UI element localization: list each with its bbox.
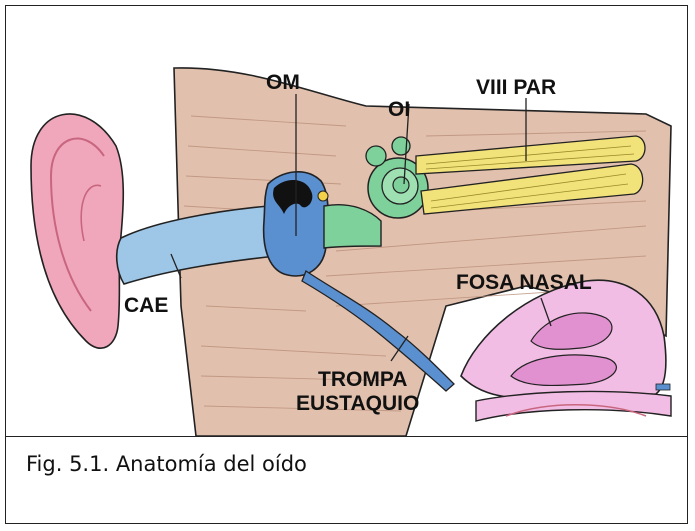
nasal-turbinate-upper bbox=[530, 312, 613, 350]
label-viii-par: VIII PAR bbox=[476, 76, 556, 99]
pinna-helix bbox=[49, 137, 105, 312]
eustachian-tube bbox=[301, 270, 455, 392]
pinna-antihelix bbox=[80, 184, 102, 242]
label-oi: OI bbox=[388, 98, 410, 121]
leader-fosa bbox=[540, 297, 552, 327]
nasal-floor-detail bbox=[505, 404, 647, 417]
leader-oi bbox=[403, 103, 410, 185]
ear-anatomy-illustration: OM OI VIII PAR FOSA NASAL CAE TROMPA EUS… bbox=[6, 6, 686, 436]
leader-lines bbox=[170, 94, 552, 362]
figure-caption: Fig. 5.1. Anatomía del oído bbox=[26, 452, 307, 476]
ear-anatomy-drawing: OM OI VIII PAR FOSA NASAL CAE TROMPA EUS… bbox=[30, 67, 672, 436]
figure-frame: OM OI VIII PAR FOSA NASAL CAE TROMPA EUS… bbox=[5, 5, 688, 524]
nasal-opening-marker bbox=[655, 383, 671, 391]
viii-nerve-lower bbox=[420, 163, 644, 215]
nasal-turbinate-lower bbox=[510, 354, 617, 387]
ossicle-stapes bbox=[317, 190, 329, 202]
label-cae: CAE bbox=[124, 294, 168, 317]
label-om: OM bbox=[266, 71, 300, 94]
label-eustaquio: EUSTAQUIO bbox=[296, 392, 419, 415]
external-auditory-canal bbox=[115, 205, 277, 285]
nerve-fibers bbox=[425, 145, 635, 209]
palate bbox=[475, 390, 672, 422]
leader-cae bbox=[170, 253, 182, 279]
label-trompa: TROMPA bbox=[318, 368, 407, 391]
inner-ear-vestibule bbox=[323, 204, 382, 249]
label-fosa-nasal: FOSA NASAL bbox=[456, 271, 592, 294]
caption-divider bbox=[6, 436, 687, 437]
cochlea-inner bbox=[392, 176, 410, 194]
semicircular-canal-1 bbox=[365, 145, 387, 167]
pinna bbox=[30, 113, 125, 349]
leader-trompa bbox=[390, 335, 409, 362]
ossicles bbox=[273, 180, 313, 214]
